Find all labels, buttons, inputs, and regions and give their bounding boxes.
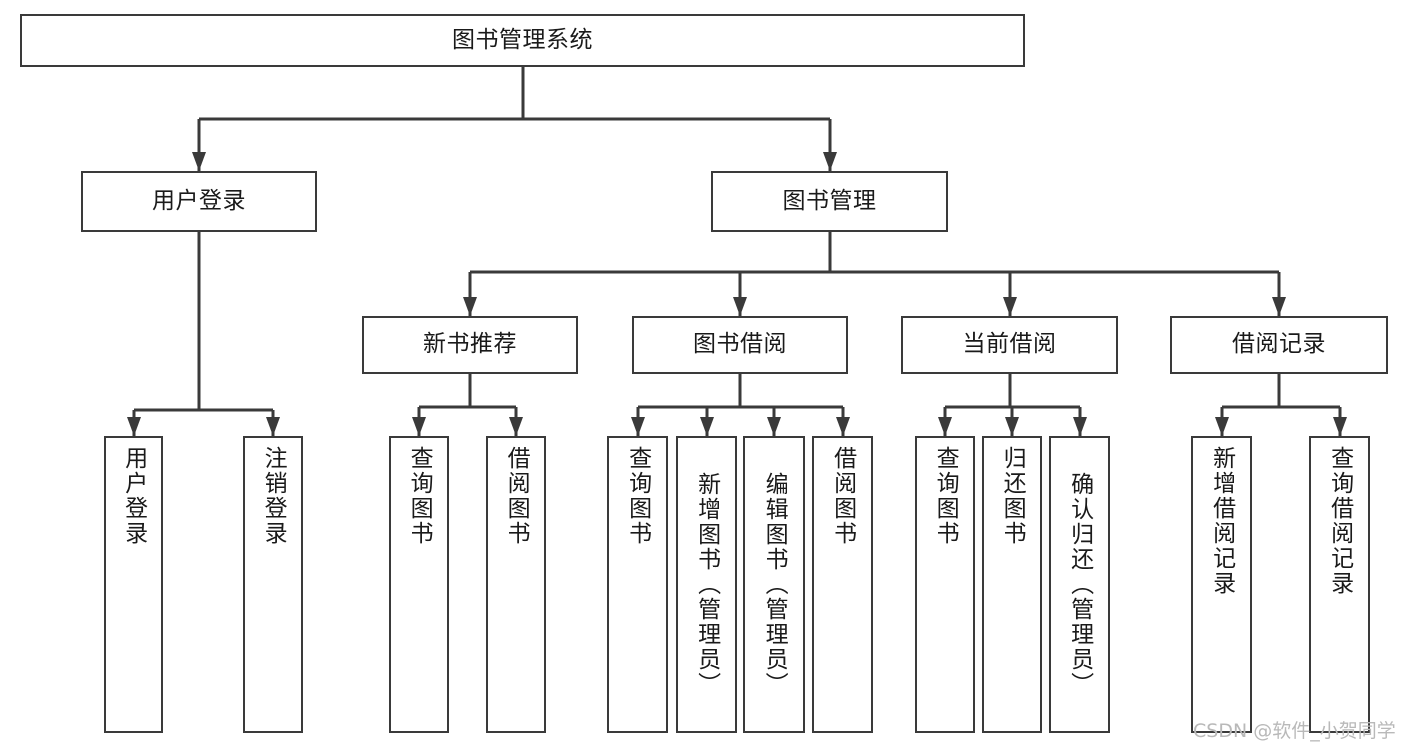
edge-arrowhead <box>1333 417 1347 436</box>
node-label: 编辑图书（管理员） <box>761 472 788 697</box>
node-label: 查询借阅记录 <box>1326 446 1353 596</box>
node-leaf-1[interactable]: 用户登录 <box>104 436 163 733</box>
node-label: 查询图书 <box>406 446 433 546</box>
node-leaf-12[interactable]: 新增借阅记录 <box>1191 436 1252 733</box>
node-leaf-13[interactable]: 查询借阅记录 <box>1309 436 1370 733</box>
node-leaf-9[interactable]: 查询图书 <box>915 436 975 733</box>
node-label: 查询图书 <box>932 446 959 546</box>
node-l2-new[interactable]: 新书推荐 <box>362 316 578 374</box>
edge-arrowhead <box>938 417 952 436</box>
edge-arrowhead <box>823 152 837 171</box>
edge-arrowhead <box>127 417 141 436</box>
edge-arrowhead <box>509 417 523 436</box>
node-leaf-4[interactable]: 借阅图书 <box>486 436 546 733</box>
node-leaf-2[interactable]: 注销登录 <box>243 436 303 733</box>
node-label: 借阅图书 <box>829 446 856 546</box>
node-label: 当前借阅 <box>962 331 1057 358</box>
node-label: 图书管理 <box>782 187 877 214</box>
node-leaf-6[interactable]: 新增图书（管理员） <box>676 436 737 733</box>
node-label: 新增图书（管理员） <box>693 472 720 697</box>
node-label: 查询图书 <box>624 446 651 546</box>
node-label: 新增借阅记录 <box>1208 446 1235 596</box>
node-leaf-11[interactable]: 确认归还（管理员） <box>1049 436 1110 733</box>
edge-arrowhead <box>836 417 850 436</box>
csdn-watermark: CSDN @软件_小贺同学 <box>1193 720 1396 742</box>
edge-arrowhead <box>1073 417 1087 436</box>
edge-arrowhead <box>192 152 206 171</box>
edge-arrowhead <box>1003 297 1017 316</box>
node-leaf-7[interactable]: 编辑图书（管理员） <box>743 436 805 733</box>
node-label: 注销登录 <box>260 446 287 546</box>
edge-arrowhead <box>1272 297 1286 316</box>
node-label: 借阅记录 <box>1232 331 1326 358</box>
node-label: 确认归还（管理员） <box>1066 472 1093 697</box>
node-leaf-5[interactable]: 查询图书 <box>607 436 668 733</box>
edge-arrowhead <box>1005 417 1019 436</box>
node-l1-login[interactable]: 用户登录 <box>81 171 317 232</box>
edge-arrowhead <box>733 297 747 316</box>
node-label: 用户登录 <box>120 446 147 546</box>
node-label: 图书借阅 <box>693 331 787 358</box>
node-label: 借阅图书 <box>503 446 530 546</box>
node-label: 新书推荐 <box>423 331 517 358</box>
node-l1-book[interactable]: 图书管理 <box>711 171 948 232</box>
node-root[interactable]: 图书管理系统 <box>20 14 1025 67</box>
edge-arrowhead <box>463 297 477 316</box>
node-label: 用户登录 <box>152 187 246 214</box>
edge-arrowhead <box>767 417 781 436</box>
edge-arrowhead <box>631 417 645 436</box>
edge-arrowhead <box>266 417 280 436</box>
node-leaf-3[interactable]: 查询图书 <box>389 436 449 733</box>
node-leaf-8[interactable]: 借阅图书 <box>812 436 873 733</box>
node-l2-record[interactable]: 借阅记录 <box>1170 316 1388 374</box>
node-label: 图书管理系统 <box>452 26 593 53</box>
node-l2-borrow[interactable]: 图书借阅 <box>632 316 848 374</box>
edge-arrowhead <box>412 417 426 436</box>
node-l2-current[interactable]: 当前借阅 <box>901 316 1118 374</box>
edge-arrowhead <box>1215 417 1229 436</box>
node-leaf-10[interactable]: 归还图书 <box>982 436 1042 733</box>
node-label: 归还图书 <box>999 446 1026 546</box>
edge-arrowhead <box>700 417 714 436</box>
